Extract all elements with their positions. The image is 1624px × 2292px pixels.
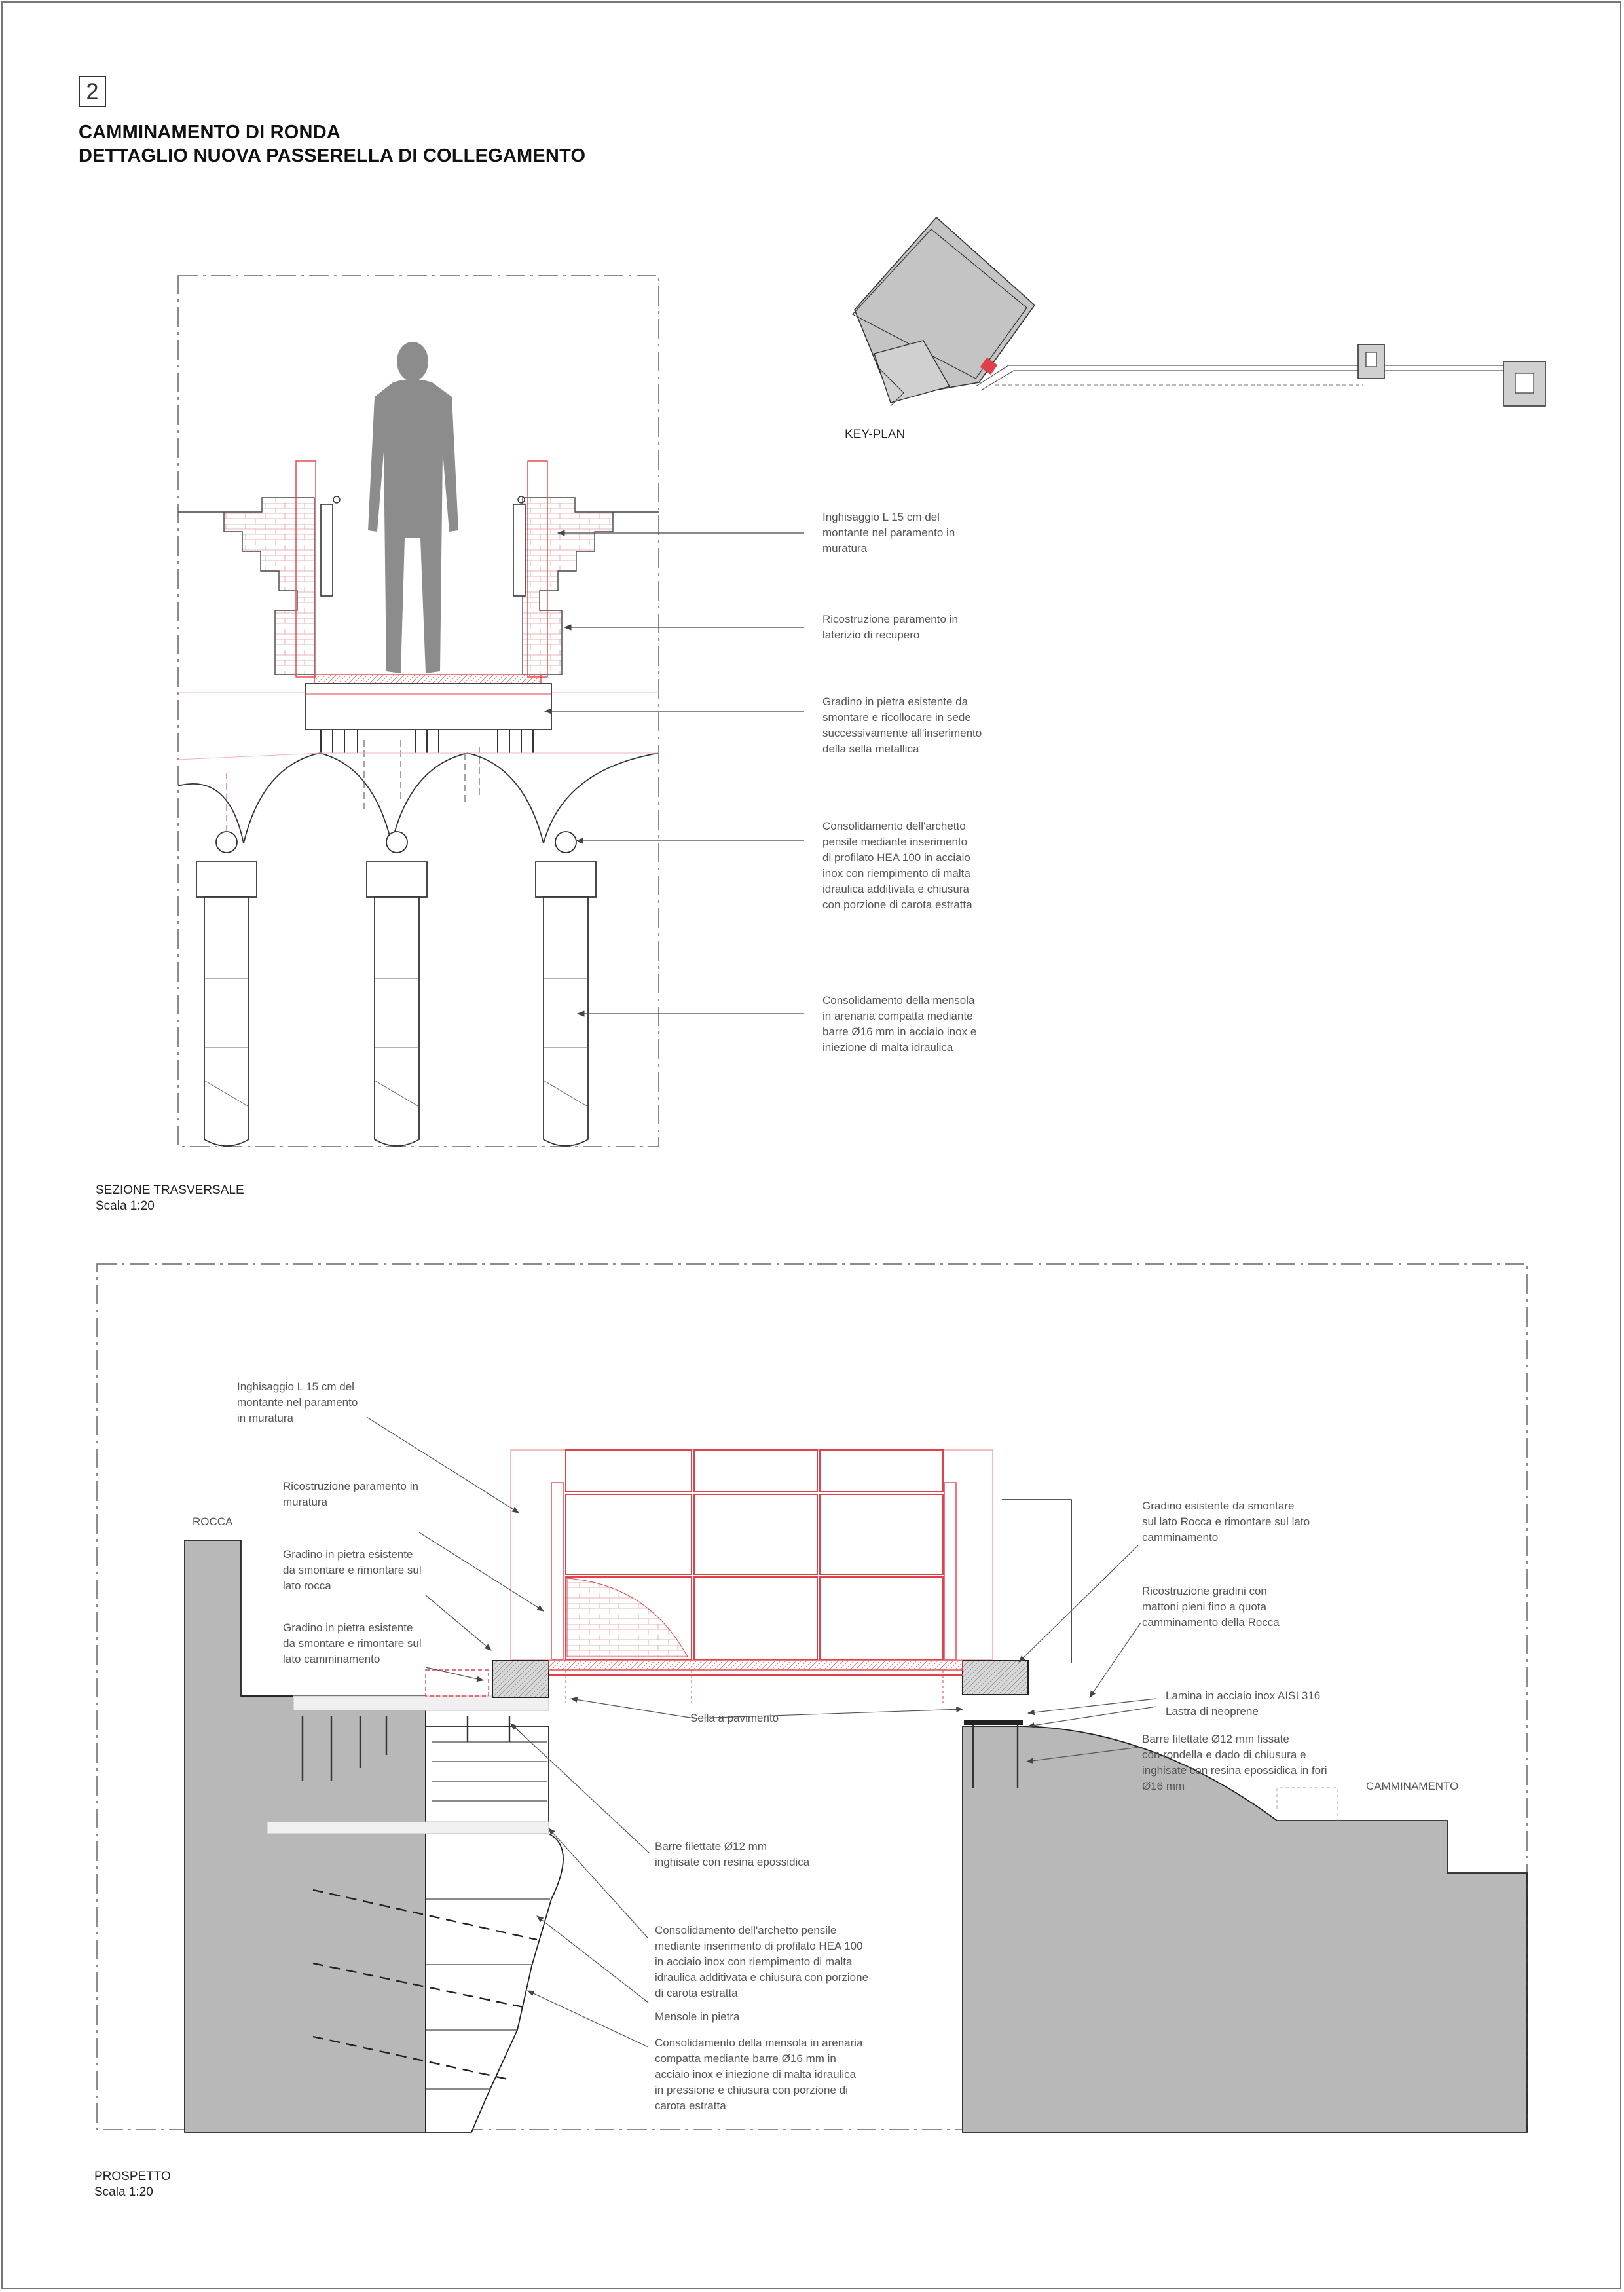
section-caption: SEZIONE TRASVERSALE (96, 1183, 244, 1197)
elevation-note-left-4: Gradino in pietra esistente da smontare … (283, 1621, 422, 1665)
key-plan-drawing (852, 216, 1546, 407)
elevation-note-right-3: Lamina in acciaio inox AISI 316 Lastra d… (1166, 1690, 1321, 1718)
elevation-scale: Scala 1:20 (94, 2185, 153, 2199)
elevation-note-sella: Sella a pavimento (690, 1712, 779, 1724)
section-note-5: Consolidamento della mensola in arenaria… (822, 994, 977, 1054)
elevation-note-right-4: Barre filettate Ø12 mm fissate con ronde… (1142, 1733, 1327, 1792)
section-note-2: Ricostruzione paramento in laterizio di … (822, 613, 958, 641)
elevation-label-rocca: ROCCA (193, 1515, 233, 1528)
elevation-caption: PROSPETTO (94, 2170, 171, 2183)
section-note-3: Gradino in pietra esistente da smontare … (822, 695, 982, 755)
keyplan-label: KEY-PLAN (845, 428, 906, 441)
elevation-note-left-2: Ricostruzione paramento in muratura (283, 1480, 418, 1508)
elevation-note-bottom-1: Barre filettate Ø12 mm inghisate con res… (655, 1840, 810, 1868)
elevation-note-right-2: Ricostruzione gradini con mattoni pieni … (1142, 1585, 1280, 1629)
elevation-note-bottom-3: Mensole in pietra (655, 2010, 740, 2023)
elevation-label-camminamento: CAMMINAMENTO (1366, 1780, 1459, 1792)
elevation-drawing (96, 1263, 1528, 2133)
elevation-note-bottom-4: Consolidamento della mensola in arenaria… (655, 2037, 863, 2112)
elevation-note-left-1: Inghisaggio L 15 cm del montante nel par… (237, 1380, 358, 1424)
elevation-note-left-3: Gradino in pietra esistente da smontare … (283, 1548, 422, 1592)
sheet-subtitle: DETTAGLIO NUOVA PASSERELLA DI COLLEGAMEN… (79, 145, 586, 166)
sheet-title: CAMMINAMENTO DI RONDA (79, 122, 341, 143)
elevation-note-bottom-2: Consolidamento dell'archetto pensile med… (655, 1924, 869, 1999)
section-note-1: Inghisaggio L 15 cm del montante nel par… (822, 511, 955, 555)
section-scale: Scala 1:20 (96, 1199, 155, 1213)
sheet-number: 2 (79, 76, 106, 107)
elevation-note-right-1: Gradino esistente da smontare sul lato R… (1142, 1500, 1310, 1543)
section-note-4: Consolidamento dell'archetto pensile med… (822, 820, 972, 911)
section-drawing (177, 275, 804, 1147)
